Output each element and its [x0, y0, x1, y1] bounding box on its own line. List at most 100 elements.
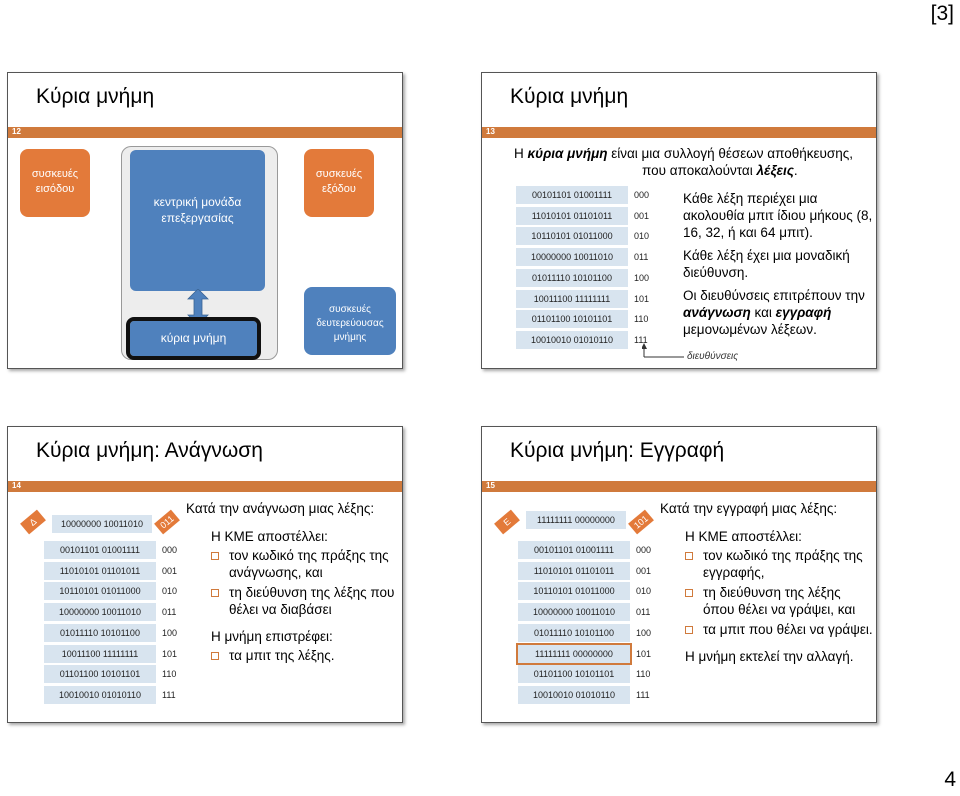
- read-heading: Κατά την ανάγνωση μιας λέξης:: [186, 501, 375, 516]
- memory-word-cell: 11111111 00000000: [516, 642, 632, 665]
- memory-address-label: 000: [636, 545, 652, 555]
- main-memory-box: κύρια μνήμη: [126, 317, 261, 360]
- memory-address-label: 001: [634, 210, 650, 221]
- memory-word-cell: 01011110 10101100: [44, 623, 156, 642]
- read-bullets: Η ΚΜΕ αποστέλλει: τον κωδικό της πράξης …: [211, 528, 401, 667]
- memory-address-label: 010: [162, 586, 178, 597]
- slide-12: Κύρια μνήμη 12 συσκευές εισόδου κεντρική…: [7, 72, 403, 369]
- memory-address-label: 100: [636, 627, 652, 638]
- bidirectional-arrow-icon: [187, 289, 209, 325]
- slide-title: Κύρια μνήμη: Ανάγνωση: [36, 439, 263, 462]
- memory-word-cell: 10011100 11111111: [44, 644, 156, 663]
- address-tag: 101: [628, 509, 654, 535]
- memory-address-label: 101: [162, 648, 178, 659]
- slide-number: 15: [486, 481, 495, 490]
- memory-word-cell: 10010010 01010110: [518, 685, 630, 704]
- square-bullet-icon: [211, 589, 219, 597]
- register-word: 11111111 00000000: [526, 511, 626, 529]
- memory-address-label: 011: [634, 252, 649, 263]
- memory-address-label: 010: [636, 586, 652, 597]
- memory-word-cell: 01101100 10101101: [44, 665, 156, 684]
- bullet-list: Κάθε λέξη περιέχει μια ακολουθία μπιτ ίδ…: [683, 190, 873, 344]
- memory-changes-label: Η μνήμη εκτελεί την αλλαγή.: [685, 649, 854, 664]
- secondary-storage-box: συσκευές δευτερεύουσας μνήμης: [304, 287, 396, 355]
- memory-word-cell: 00101101 01001111: [518, 541, 630, 559]
- memory-address-label: 001: [636, 565, 652, 576]
- slide-number: 13: [486, 127, 495, 136]
- list-item: τον κωδικό της πράξης της εγγραφής,: [685, 547, 875, 581]
- slide-15: Κύρια μνήμη: Εγγραφή 15 11111111 0000000…: [481, 426, 877, 723]
- memory-address-label: 110: [162, 669, 177, 680]
- memory-address-label: 111: [634, 334, 648, 345]
- memory-address-label: 011: [162, 607, 177, 618]
- memory-word-cell: 10110101 01011000: [44, 582, 156, 601]
- slide-band: [8, 127, 402, 138]
- write-bullets: Η ΚΜΕ αποστέλλει: τον κωδικό της πράξης …: [685, 528, 875, 671]
- memory-word-cell: 10000000 10011010: [518, 603, 630, 622]
- list-item: τα μπιτ που θέλει να γράψει.: [685, 621, 875, 638]
- memory-word-cell: 10010010 01010110: [44, 685, 156, 704]
- bullet-unique-address: Κάθε λέξη έχει μια μοναδική διεύθυνση.: [683, 248, 850, 280]
- memory-word-cell: 01011110 10101100: [516, 268, 628, 287]
- memory-address-label: 000: [162, 545, 178, 555]
- slide-title: Κύρια μνήμη: [510, 85, 629, 108]
- slide-14: Κύρια μνήμη: Ανάγνωση 14 10000000 100110…: [7, 426, 403, 723]
- memory-address-label: 011: [636, 607, 651, 618]
- square-bullet-icon: [211, 552, 219, 560]
- slide-band: [482, 127, 876, 138]
- intro-text: Η κύρια μνήμη είναι μια συλλογή θέσεων α…: [514, 146, 854, 178]
- memory-returns-label: Η μνήμη επιστρέφει:: [211, 629, 333, 644]
- memory-word-cell: 11010101 01101011: [516, 206, 628, 225]
- memory-address-label: 100: [162, 627, 178, 638]
- memory-word-cell: 11010101 01101011: [44, 561, 156, 580]
- memory-word-cell: 10000000 10011010: [44, 603, 156, 622]
- write-heading: Κατά την εγγραφή μιας λέξης:: [660, 501, 838, 516]
- output-devices-box: συσκευές εξόδου: [304, 149, 374, 217]
- slide-title: Κύρια μνήμη: [36, 85, 155, 108]
- memory-word-cell: 01101100 10101101: [516, 310, 628, 329]
- memory-address-label: 110: [636, 669, 651, 680]
- memory-address-label: 101: [636, 648, 652, 659]
- list-item: τη διεύθυνση της λέξης που θέλει να διαβ…: [211, 584, 401, 618]
- cpu-sends-label: Η ΚΜΕ αποστέλλει:: [211, 529, 328, 544]
- memory-word-cell: 01101100 10101101: [518, 665, 630, 684]
- register-word: 10000000 10011010: [52, 515, 152, 533]
- square-bullet-icon: [685, 589, 693, 597]
- cpu-box: κεντρική μονάδα επεξεργασίας: [130, 150, 265, 291]
- list-item: τη διεύθυνση της λέξης όπου θέλει να γρά…: [685, 584, 875, 618]
- slide-band: [482, 481, 876, 492]
- list-item: τα μπιτ της λέξης.: [211, 647, 401, 664]
- memory-address-label: 010: [634, 231, 650, 242]
- address-tag: 011: [154, 509, 180, 535]
- address-pointer-arrow-icon: [642, 343, 684, 358]
- square-bullet-icon: [685, 552, 693, 560]
- memory-word-cell: 00101101 01001111: [516, 186, 628, 204]
- memory-word-cell: 00101101 01001111: [44, 541, 156, 559]
- memory-address-label: 110: [634, 314, 649, 325]
- memory-word-cell: 10000000 10011010: [516, 248, 628, 267]
- slide-number: 14: [12, 481, 21, 490]
- memory-address-label: 111: [162, 689, 176, 700]
- memory-word-cell: 10110101 01011000: [518, 582, 630, 601]
- memory-word-cell: 11010101 01101011: [518, 561, 630, 580]
- square-bullet-icon: [211, 652, 219, 660]
- memory-word-cell: 01011110 10101100: [518, 623, 630, 642]
- addresses-label: διευθύνσεις: [687, 351, 739, 362]
- memory-word-cell: 10110101 01011000: [516, 227, 628, 246]
- memory-address-label: 000: [634, 190, 650, 200]
- memory-word-cell: 10011100 11111111: [516, 289, 628, 308]
- slide-number: 12: [12, 127, 21, 136]
- operation-tag-read: Δ: [20, 509, 46, 535]
- input-devices-box: συσκευές εισόδου: [20, 149, 90, 217]
- slide-13: Κύρια μνήμη 13 Η κύρια μνήμη είναι μια σ…: [481, 72, 877, 369]
- bullet-read-write: Οι διευθύνσεις επιτρέπουν την ανάγνωση κ…: [683, 288, 865, 337]
- operation-tag-write: Ε: [494, 509, 520, 535]
- bullet-word-length: Κάθε λέξη περιέχει μια ακολουθία μπιτ ίδ…: [683, 191, 873, 240]
- memory-word-cell: 10010010 01010110: [516, 330, 628, 349]
- cpu-sends-label: Η ΚΜΕ αποστέλλει:: [685, 529, 802, 544]
- slide-band: [8, 481, 402, 492]
- memory-address-label: 101: [634, 293, 650, 304]
- list-item: τον κωδικό της πράξης της ανάγνωσης, και: [211, 547, 401, 581]
- page-top-label: [3]: [930, 2, 954, 25]
- memory-address-label: 100: [634, 272, 650, 283]
